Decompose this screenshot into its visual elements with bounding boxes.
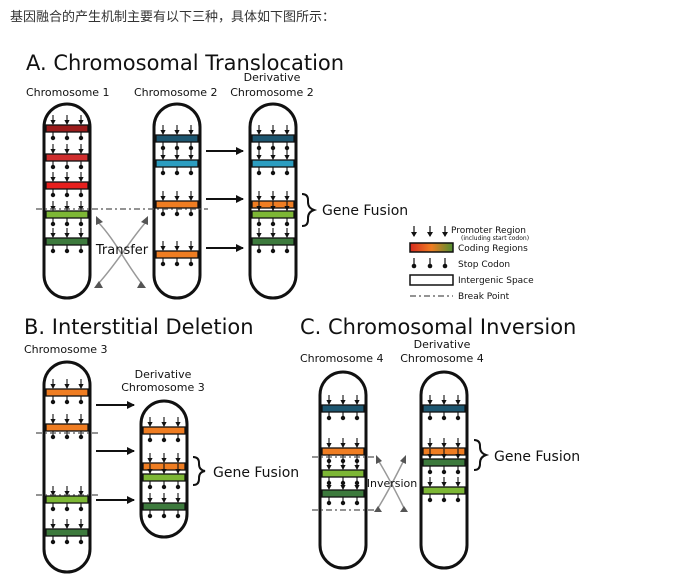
gene-fusion-brace-b — [192, 456, 206, 486]
legend-stop-codon-label: Stop Codon — [458, 260, 510, 270]
gene-green — [142, 464, 186, 490]
gene-green — [45, 486, 89, 512]
panel-c-title: C. Chromosomal Inversion — [300, 315, 576, 339]
legend-intergenic-swatch — [409, 274, 454, 286]
legend-intergenic-label: Intergenic Space — [458, 276, 534, 286]
inversion-label: Inversion — [367, 477, 418, 490]
chromosome-1-label: Chromosome 1 — [26, 86, 110, 99]
derivative-chromosome-3-label-line2: Chromosome 3 — [121, 381, 205, 394]
panel-b-title: B. Interstitial Deletion — [24, 315, 254, 339]
chromosome-1 — [42, 102, 92, 300]
gene-red — [45, 144, 89, 170]
gene-teal — [155, 125, 199, 151]
chromosome-2-label: Chromosome 2 — [134, 86, 218, 99]
gene-dark-green — [45, 228, 89, 254]
legend-coding-label: Coding Regions — [458, 244, 528, 254]
legend: Promoter Region (including start codon) … — [409, 226, 534, 302]
chromosome-3 — [42, 360, 92, 574]
derivative-chromosome-2-label-line2: Chromosome 2 — [230, 86, 314, 99]
intro-text: 基因融合的产生机制主要有以下三种，具体如下图所示： — [10, 10, 336, 25]
gene-teal — [251, 125, 295, 151]
legend-promoter-icon — [411, 226, 448, 237]
gene-teal — [422, 395, 466, 421]
gene-bright-red — [45, 172, 89, 198]
gene-dark-green — [422, 449, 466, 475]
gene-orange — [45, 414, 89, 440]
chromosome-4-label: Chromosome 4 — [300, 352, 384, 365]
gene-cyan — [155, 150, 199, 176]
gene-dark-green — [321, 480, 365, 506]
chromosome-4 — [318, 370, 368, 570]
derivative-chromosome-3 — [139, 399, 189, 539]
chromosome-2 — [152, 102, 202, 300]
gene-green — [251, 201, 295, 227]
gene-orange — [155, 241, 199, 267]
translocation-arrows — [206, 147, 244, 252]
gene-dark-green — [142, 493, 186, 519]
gene-fusion-label-b: Gene Fusion — [213, 465, 299, 481]
legend-break-label: Break Point — [458, 292, 510, 302]
derivative-chromosome-2-label-line1: Derivative — [244, 71, 301, 84]
gene-orange — [142, 417, 186, 443]
chromosome-3-label: Chromosome 3 — [24, 343, 108, 356]
legend-coding-swatch — [409, 242, 454, 253]
gene-fusion-label-c: Gene Fusion — [494, 449, 580, 465]
panel-a-title: A. Chromosomal Translocation — [26, 51, 344, 75]
legend-stop-codon-icon — [411, 258, 448, 269]
transfer-cross-arrows — [94, 216, 148, 288]
gene-green — [422, 477, 466, 503]
derivative-chromosome-4 — [419, 370, 469, 570]
derivative-chromosome-4-label-line1: Derivative — [414, 338, 471, 351]
gene-orange — [45, 379, 89, 405]
transfer-label: Transfer — [95, 243, 149, 258]
gene-fusion-brace-c — [473, 439, 490, 471]
derivative-chromosome-2 — [248, 102, 298, 300]
gene-dark-red — [45, 115, 89, 141]
gene-fusion-label-a: Gene Fusion — [322, 203, 408, 219]
gene-dark-green — [45, 519, 89, 545]
derivative-chromosome-3-label-line1: Derivative — [135, 368, 192, 381]
derivative-chromosome-4-label-line2: Chromosome 4 — [400, 352, 484, 365]
gene-dark-green — [251, 228, 295, 254]
legend-promoter-label: Promoter Region — [451, 226, 526, 236]
deletion-arrows — [96, 401, 135, 504]
gene-cyan — [251, 150, 295, 176]
legend-promoter-note: (including start codon) — [461, 235, 529, 242]
gene-fusion-brace-a — [301, 193, 318, 227]
inversion-cross-arrows — [374, 455, 408, 512]
gene-teal — [321, 395, 365, 421]
gene-orange — [155, 191, 199, 217]
